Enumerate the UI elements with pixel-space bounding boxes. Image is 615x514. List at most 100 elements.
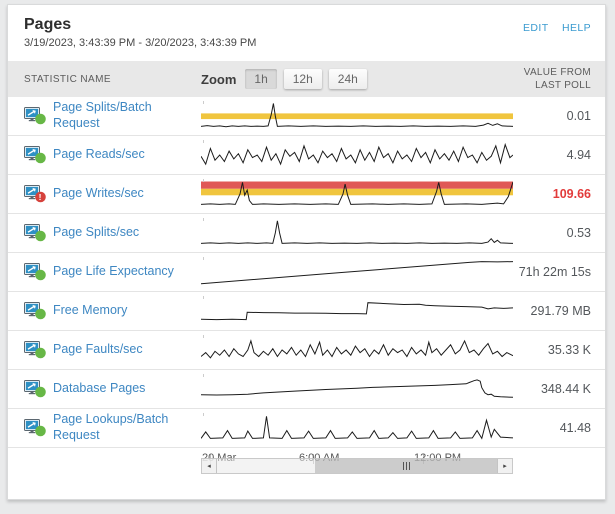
status-up-icon <box>35 230 46 242</box>
statistic-name-cell: ! Page Writes/sec <box>24 185 201 203</box>
statistic-link[interactable]: Page Reads/sec <box>53 147 145 162</box>
status-up-icon <box>35 386 46 398</box>
sparkline-cell <box>200 179 514 209</box>
statistic-row: Page Splits/sec 0.53 <box>8 214 605 253</box>
statistic-name-cell: Page Lookups/Batch Request <box>24 412 201 443</box>
last-poll-value: 348.44 K <box>540 382 591 396</box>
sparkline-cell <box>200 374 514 404</box>
statistic-row: Database Pages 348.44 K <box>8 370 605 409</box>
svg-text:!: ! <box>39 192 42 202</box>
sparkline-chart <box>200 302 514 321</box>
status-critical-icon <box>35 191 46 203</box>
statistic-name-cell: Page Life Expectancy <box>24 263 201 281</box>
last-poll-value: 4.94 <box>566 148 591 162</box>
scrollbar-right-arrow[interactable]: ▸ <box>497 459 512 473</box>
statistic-row: Page Lookups/Batch Request 41.48 <box>8 409 605 448</box>
statistic-row: Page Reads/sec 4.94 <box>8 136 605 175</box>
statistic-name-cell: Page Splits/Batch Request <box>24 100 201 131</box>
statistic-name-cell: Page Faults/sec <box>24 341 201 359</box>
zoom-button-24h[interactable]: 24h <box>328 69 367 89</box>
status-up-icon <box>35 347 46 359</box>
sparkline-chart <box>200 339 514 359</box>
statistic-row: Free Memory 291.79 MB <box>8 292 605 331</box>
status-up-icon <box>35 425 46 437</box>
statistic-name-cell: Free Memory <box>24 302 201 320</box>
statistic-link[interactable]: Page Splits/sec <box>53 225 140 240</box>
performance-counter-icon <box>24 341 46 359</box>
threshold-band <box>201 188 513 196</box>
sparkline-cell <box>200 140 514 170</box>
statistic-row: Page Faults/sec 35.33 K <box>8 331 605 370</box>
scrollbar-thumb[interactable] <box>315 459 497 473</box>
threshold-band <box>201 181 513 189</box>
performance-counter-icon <box>24 263 46 281</box>
performance-counter-icon: ! <box>24 185 46 203</box>
performance-counter-icon <box>24 302 46 320</box>
status-up-icon <box>35 269 46 281</box>
time-axis-row: 20 Mar6:00 AM12:00 PM◂▸ <box>8 448 605 497</box>
last-poll-value: 291.79 MB <box>530 304 591 318</box>
performance-counter-icon <box>24 224 46 242</box>
last-poll-value: 109.66 <box>552 187 591 201</box>
sparkline-chart <box>200 379 514 398</box>
statistic-link[interactable]: Page Splits/Batch Request <box>53 100 152 130</box>
sparkline-cell <box>200 218 514 248</box>
sparkline-chart <box>200 416 514 440</box>
statistic-link[interactable]: Page Faults/sec <box>53 342 143 357</box>
widget-header: Pages 3/19/2023, 3:43:39 PM - 3/20/2023,… <box>8 5 605 61</box>
statistic-link[interactable]: Page Life Expectancy <box>53 264 174 279</box>
statistic-row: ! Page Writes/sec 109.66 <box>8 175 605 214</box>
statistic-name-cell: Page Splits/sec <box>24 224 201 242</box>
scrollbar-left-arrow[interactable]: ◂ <box>202 459 217 473</box>
statistic-row: Page Splits/Batch Request 0.01 <box>8 97 605 136</box>
status-up-icon <box>35 152 46 164</box>
sparkline-cell <box>200 335 514 365</box>
date-range: 3/19/2023, 3:43:39 PM - 3/20/2023, 3:43:… <box>24 37 257 49</box>
statistic-link[interactable]: Page Lookups/Batch Request <box>53 412 169 442</box>
page-title: Pages <box>24 16 72 33</box>
statistic-link[interactable]: Page Writes/sec <box>53 186 144 201</box>
statistic-name-header: STATISTIC NAME <box>24 73 111 85</box>
scrollbar-track[interactable] <box>217 459 497 473</box>
table-header: STATISTIC NAME Zoom 1h 12h 24h VALUE FROM … <box>8 61 605 97</box>
sparkline-chart <box>200 181 514 205</box>
zoom-label: Zoom <box>201 71 237 87</box>
sparkline-chart <box>200 103 514 128</box>
sparkline-chart <box>200 261 514 285</box>
sparkline-cell <box>200 101 514 131</box>
last-poll-value: 41.48 <box>559 421 591 435</box>
threshold-band <box>201 113 513 120</box>
statistic-link[interactable]: Free Memory <box>53 303 128 318</box>
performance-counter-icon <box>24 419 46 437</box>
help-link[interactable]: HELP <box>561 22 591 34</box>
value-from-last-poll-header: VALUE FROM LAST POLL <box>523 66 591 92</box>
scrollbar-grip-icon <box>402 462 410 470</box>
statistic-link[interactable]: Database Pages <box>53 381 146 396</box>
last-poll-value: 35.33 K <box>547 343 591 357</box>
header-actions: EDIT HELP <box>514 18 591 36</box>
edit-link[interactable]: EDIT <box>522 22 549 34</box>
sparkline-chart <box>200 220 514 244</box>
statistic-name-cell: Page Reads/sec <box>24 146 201 164</box>
time-scrollbar[interactable]: ◂▸ <box>201 458 513 474</box>
statistic-name-cell: Database Pages <box>24 380 201 398</box>
last-poll-value: 0.53 <box>566 226 591 240</box>
pages-widget-panel: Pages 3/19/2023, 3:43:39 PM - 3/20/2023,… <box>7 4 606 500</box>
zoom-button-1h[interactable]: 1h <box>245 69 277 89</box>
sparkline-cell <box>200 413 514 443</box>
status-up-icon <box>35 308 46 320</box>
time-axis: 20 Mar6:00 AM12:00 PM◂▸ <box>201 448 513 497</box>
sparkline-chart <box>200 142 514 166</box>
sparkline-cell <box>200 296 514 326</box>
performance-counter-icon <box>24 380 46 398</box>
zoom-controls: Zoom 1h 12h 24h <box>201 69 483 89</box>
statistic-row: Page Life Expectancy 71h 22m 15s <box>8 253 605 292</box>
last-poll-value: 0.01 <box>566 109 591 123</box>
performance-counter-icon <box>24 107 46 125</box>
zoom-button-12h[interactable]: 12h <box>283 69 322 89</box>
sparkline-cell <box>200 257 514 287</box>
performance-counter-icon <box>24 146 46 164</box>
last-poll-value: 71h 22m 15s <box>518 265 591 279</box>
status-up-icon <box>35 113 46 125</box>
